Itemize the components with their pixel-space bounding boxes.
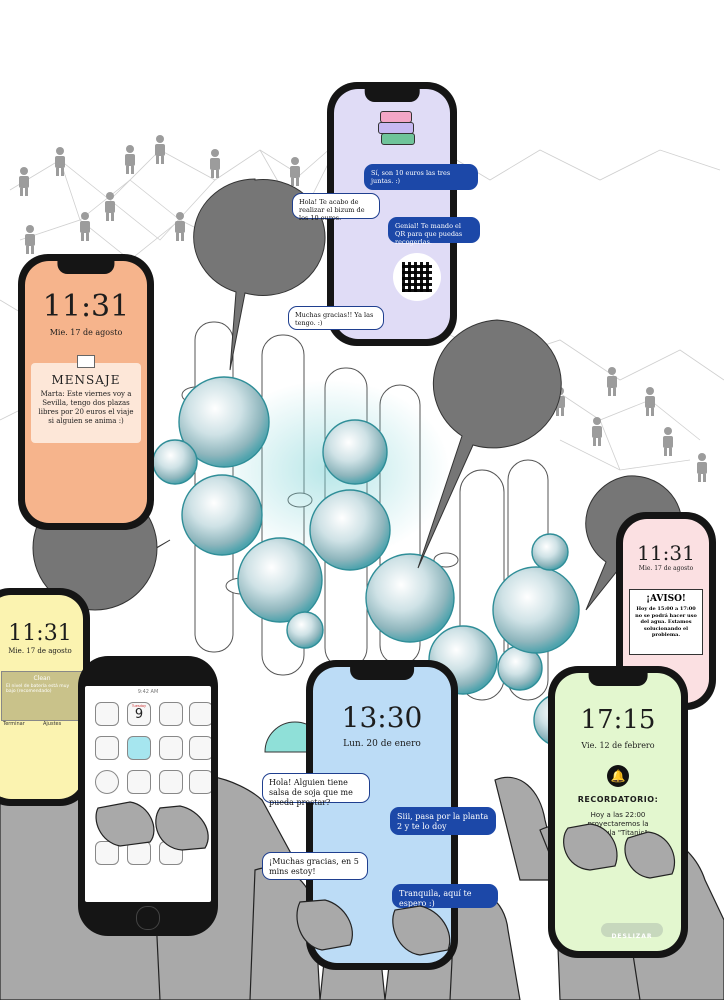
home-button[interactable] (136, 906, 160, 930)
chat-message: ¡Muchas gracias, en 5 mins estoy! (262, 852, 368, 880)
chat-message: Hola! Te acabo de realizar el bizum de l… (292, 193, 380, 222)
phone-notch (588, 673, 648, 686)
panel-title: Clean (33, 675, 51, 682)
panel-text: El nivel de batería está muy bajo (recom… (6, 684, 70, 694)
app-icon[interactable] (95, 702, 119, 726)
settings-icon[interactable] (189, 770, 211, 794)
notice-body: Hoy de 15:00 a 17:00 no se podrá hacer u… (635, 606, 697, 638)
qr-code-icon (393, 253, 441, 301)
lock-date: Lun. 20 de enero (343, 739, 421, 749)
lock-time: 11:31 (42, 289, 130, 324)
phone-white: 9:42 AM Tuesday 9 (78, 656, 218, 936)
calendar-icon[interactable]: Tuesday 9 (127, 702, 151, 726)
photos-icon[interactable] (159, 702, 183, 726)
phone-notch (364, 89, 420, 102)
terminate-button[interactable]: Terminar (3, 721, 25, 727)
lock-time: 11:31 (637, 541, 695, 565)
lock-time: 11:31 (8, 621, 72, 646)
notice-card: ¡AVISO! Hoy de 15:00 a 17:00 no se podrá… (629, 589, 703, 655)
bell-icon: 🔔 (607, 765, 629, 787)
camera-icon[interactable] (189, 702, 211, 726)
chat-message: Tranquila, aquí te espero :) (392, 884, 498, 908)
phone-notch (350, 667, 414, 680)
notice-title: ¡AVISO! (646, 594, 686, 604)
slide-button[interactable]: DESLIZAR (601, 923, 663, 940)
message-card: MENSAJE Marta: Este viernes voy a Sevill… (31, 355, 141, 443)
app-icon[interactable] (95, 736, 119, 760)
chat-message: Sí, son 10 euros las tres juntas. :) (364, 164, 478, 190)
clock-icon[interactable] (95, 770, 119, 794)
phone-green-screen: 17:15 Vie. 12 de febrero 🔔 RECORDATORIO:… (555, 673, 681, 951)
snowflake-icon[interactable] (159, 841, 183, 865)
envelope-icon (77, 355, 95, 368)
phone-orange-screen: 11:31 Mie. 17 de agosto MENSAJE Marta: E… (25, 261, 147, 523)
phone-notch (57, 261, 115, 274)
phone-yellow: 11:31 Mie. 17 de agosto Clean El nivel d… (0, 588, 90, 806)
app-icon[interactable] (159, 770, 183, 794)
reminder-body: Hoy a las 22:00 proyectaremos la películ… (587, 811, 649, 837)
books-icon (378, 111, 416, 147)
chat-message: Genial! Te mando el QR para que puedas r… (388, 217, 480, 246)
slide-label: DESLIZAR (611, 933, 653, 940)
app-icon-highlight[interactable] (127, 736, 151, 760)
chat-message: Hola! Alguien tiene salsa de soja que me… (262, 773, 370, 807)
reminder-title: RECORDATORIO: (577, 795, 659, 804)
message-body: Marta: Este viernes voy a Sevilla, tengo… (38, 390, 134, 425)
phone-yellow-screen: 11:31 Mie. 17 de agosto Clean El nivel d… (0, 595, 83, 799)
settings-button[interactable]: Ajustes (43, 721, 62, 727)
glass-bubbles (152, 376, 587, 747)
app-icon[interactable] (189, 736, 211, 760)
app-icon[interactable] (159, 736, 183, 760)
lock-date: Mie. 17 de agosto (49, 328, 123, 337)
phone-white-screen: 9:42 AM Tuesday 9 (85, 686, 211, 902)
app-icon[interactable] (127, 841, 151, 865)
lock-date: Mie. 17 de agosto (8, 647, 72, 655)
app-icon[interactable] (95, 841, 119, 865)
chat-message: Siii, pasa por la planta 2 y te lo doy (390, 807, 496, 835)
lock-date: Mie. 17 de agosto (638, 565, 694, 572)
lock-date: Vie. 12 de febrero (581, 741, 655, 750)
phone-purple (327, 82, 457, 346)
lock-time: 17:15 (580, 705, 656, 735)
status-time: 9:42 AM (137, 689, 159, 695)
lock-time: 13:30 (341, 701, 423, 734)
chat-message: Muchas gracias!! Ya las tengo. :) (288, 306, 384, 330)
grid-icon[interactable] (127, 770, 151, 794)
message-title: MENSAJE (51, 373, 121, 387)
phone-orange: 11:31 Mie. 17 de agosto MENSAJE Marta: E… (18, 254, 154, 530)
phone-green: 17:15 Vie. 12 de febrero 🔔 RECORDATORIO:… (548, 666, 688, 958)
battery-panel: Clean El nivel de batería está muy bajo … (1, 671, 83, 721)
